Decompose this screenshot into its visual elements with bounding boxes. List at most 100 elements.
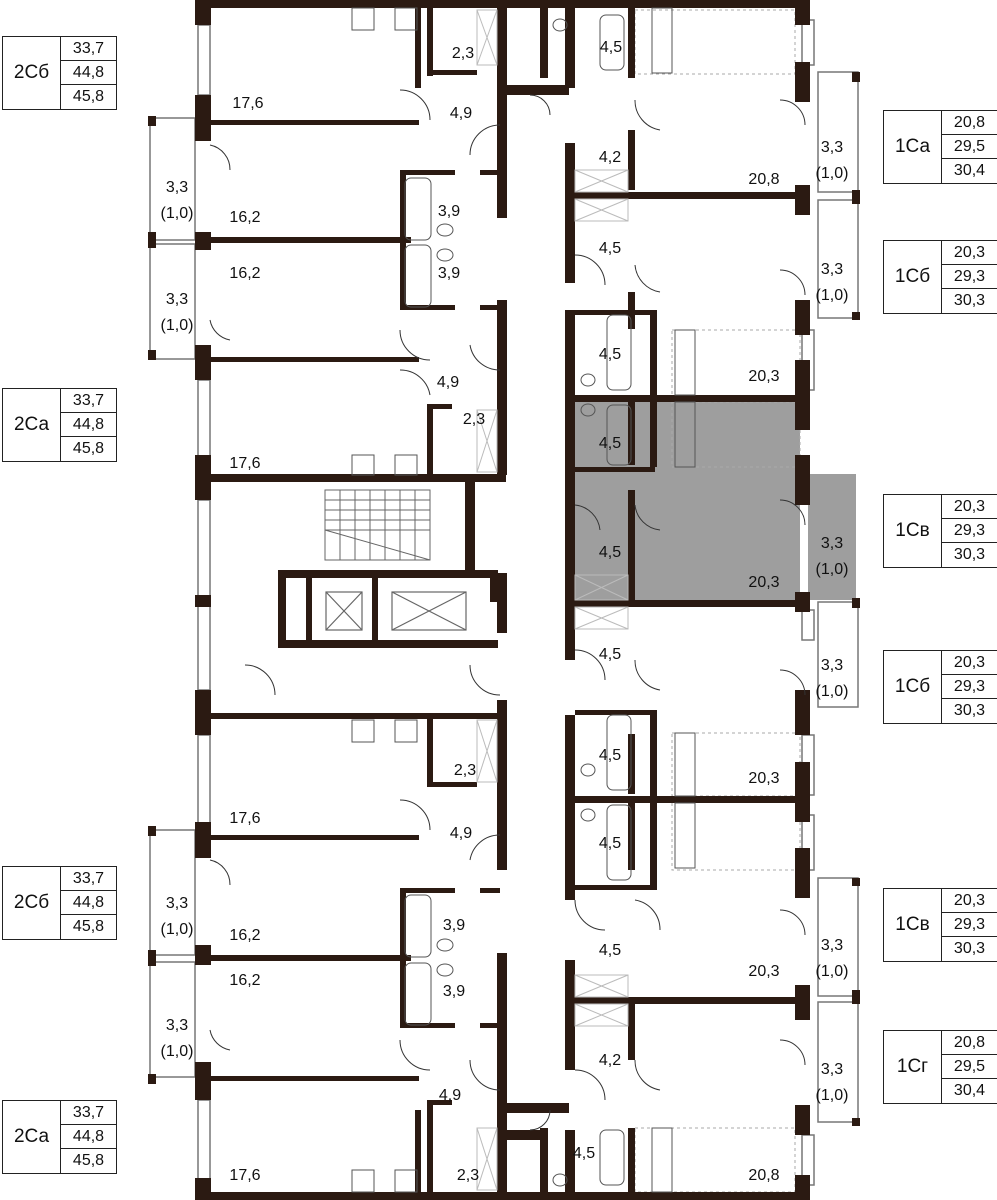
room-area-l2-balcony: 3,3 [166,291,188,308]
room-area-l1-living: 17,6 [232,95,263,112]
room-area-l4-bedroom: 16,2 [229,972,260,989]
room-area-l4-balcony: 3,3 [166,1017,188,1034]
room-area-l3-storage: 2,3 [454,762,476,779]
room-area-r3-balcony-note: (1,0) [816,561,849,578]
apartment-badge: 1Сг 20,8 29,5 30,4 [883,1030,997,1104]
total-area-with-balcony: 30,4 [953,1082,986,1099]
room-area-r2-hall: 4,5 [599,240,621,257]
room-area-r3-bath: 4,5 [599,435,621,452]
apartment-badge: 1Са 20,8 29,5 30,4 [883,110,997,184]
apartment-code: 1Са [884,111,942,183]
apartment-badge: 2Са 33,7 44,8 45,8 [2,388,117,462]
room-area-r3-balcony: 3,3 [821,535,843,552]
total-area-with-balcony: 45,8 [72,1152,105,1169]
room-area-l2-storage: 2,3 [463,411,485,428]
total-area-with-balcony: 30,3 [953,546,986,563]
room-area-r4-balcony: 3,3 [821,657,843,674]
total-area: 29,3 [942,675,997,699]
room-area-r2-balcony-note: (1,0) [816,287,849,304]
apartment-badge: 1Сб 20,3 29,3 30,3 [883,650,997,724]
room-area-r5-bath: 4,5 [599,835,621,852]
total-area-with-balcony: 30,3 [953,940,986,957]
room-area-r1-bath: 4,5 [600,39,622,56]
room-area-l2-balcony-note: (1,0) [161,317,194,334]
total-area-with-balcony: 45,8 [72,440,105,457]
room-area-l1-balcony-note: (1,0) [161,205,194,222]
room-area-r1-balcony: 3,3 [821,139,843,156]
room-area-l1-balcony: 3,3 [166,179,188,196]
room-area-l4-balcony-note: (1,0) [161,1043,194,1060]
room-area-l4-hall: 4,9 [439,1087,461,1104]
total-area: 44,8 [61,891,116,915]
room-area-l4-living: 17,6 [229,1167,260,1184]
living-area: 33,7 [61,1101,116,1125]
room-area-r1-balcony-note: (1,0) [816,165,849,182]
living-area: 20,3 [942,651,997,675]
total-area: 44,8 [61,413,116,437]
vent-shafts [476,9,629,1191]
room-area-l3-bedroom: 16,2 [229,927,260,944]
living-area: 33,7 [61,37,116,61]
room-area-l1-bath: 3,9 [438,203,460,220]
room-area-l1-storage: 2,3 [452,45,474,62]
room-area-l3-balcony: 3,3 [166,895,188,912]
room-area-r2-room: 20,3 [748,368,779,385]
room-area-r6-room: 20,8 [748,1167,779,1184]
living-area: 33,7 [61,867,116,891]
living-area: 33,7 [61,389,116,413]
total-area: 29,3 [942,265,997,289]
room-area-r4-bath: 4,5 [599,747,621,764]
apartment-badge: 2Са 33,7 44,8 45,8 [2,1100,117,1174]
room-area-l2-hall: 4,9 [437,374,459,391]
room-area-r1-hall: 4,2 [599,149,621,166]
room-area-r5-hall: 4,5 [599,942,621,959]
apartment-code: 2Са [3,1101,61,1173]
total-area-with-balcony: 30,3 [953,702,986,719]
room-area-r2-balcony: 3,3 [821,261,843,278]
room-area-l3-hall: 4,9 [450,825,472,842]
apartment-code: 2Сб [3,37,61,109]
apartment-code: 1Св [884,495,942,567]
living-area: 20,3 [942,495,997,519]
room-area-r5-balcony: 3,3 [821,937,843,954]
room-area-l2-living: 17,6 [229,455,260,472]
total-area: 44,8 [61,1125,116,1149]
total-area-with-balcony: 30,4 [953,162,986,179]
room-area-r1-room: 20,8 [748,171,779,188]
total-area: 29,5 [942,135,997,159]
room-area-l3-balcony-note: (1,0) [161,921,194,938]
room-area-l1-bedroom: 16,2 [229,209,260,226]
room-area-l3-bath: 3,9 [443,917,465,934]
room-area-l1-hall: 4,9 [450,105,472,122]
room-area-l4-bath: 3,9 [443,983,465,1000]
total-area-with-balcony: 45,8 [72,918,105,935]
living-area: 20,8 [942,1031,997,1055]
room-area-l3-living: 17,6 [229,810,260,827]
apartment-badge-highlighted: 1Св 20,3 29,3 30,3 [883,494,997,568]
room-area-r6-balcony: 3,3 [821,1061,843,1078]
living-area: 20,3 [942,241,997,265]
stairwell [324,489,431,561]
total-area: 29,3 [942,913,997,937]
apartment-code: 2Сб [3,867,61,939]
apartment-badge: 2Сб 33,7 44,8 45,8 [2,36,117,110]
walls [148,0,860,1200]
apartment-code: 1Сб [884,651,942,723]
apartment-code: 2Са [3,389,61,461]
room-area-r2-bath: 4,5 [599,346,621,363]
room-area-l2-bedroom: 16,2 [229,265,260,282]
fixtures [351,7,696,1193]
room-area-r5-balcony-note: (1,0) [816,963,849,980]
total-area-with-balcony: 30,3 [953,292,986,309]
living-area: 20,3 [942,889,997,913]
doors [209,89,806,1131]
room-area-l2-bath: 3,9 [438,265,460,282]
elevators [325,591,467,631]
room-labels: 17,6 2,3 4,9 3,3 (1,0) 16,2 3,9 16,2 3,9… [161,39,849,1184]
apartment-code: 1Сг [884,1031,942,1103]
room-area-r6-bath: 4,5 [573,1145,595,1162]
room-area-r3-room: 20,3 [748,574,779,591]
room-area-r6-hall: 4,2 [599,1052,621,1069]
total-area: 29,3 [942,519,997,543]
